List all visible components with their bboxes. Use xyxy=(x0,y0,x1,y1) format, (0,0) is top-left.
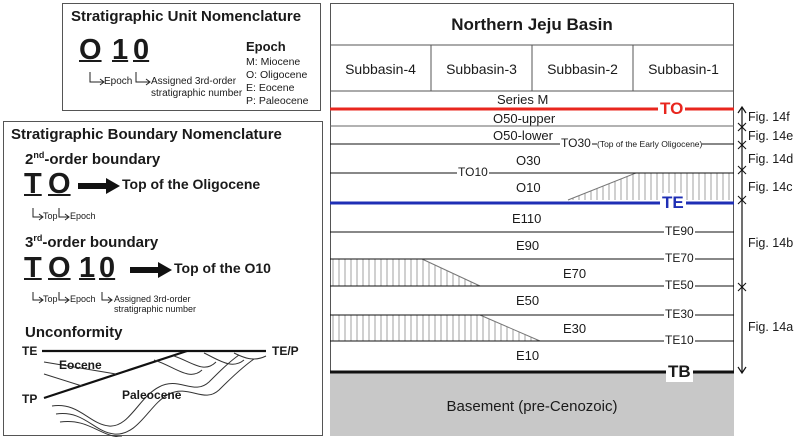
epoch-legend-item-eocene: E: Eocene xyxy=(246,82,295,94)
epoch-legend-item-paleocene: P: Paleocene xyxy=(246,95,309,107)
second-order-pointer-epoch: Epoch xyxy=(70,211,96,221)
unit-code-epoch: O xyxy=(79,34,102,66)
second-order-heading-suffix: nd xyxy=(33,150,45,160)
boundary-label-to30-note: (Top of the Early Oligocene) xyxy=(597,139,703,149)
figure-label-14b: Fig. 14b xyxy=(748,236,794,250)
unconformity-title: Unconformity xyxy=(25,324,123,341)
hatch-zone-o10 xyxy=(568,173,734,200)
unit-number-pointer-line-2: stratigraphic number xyxy=(151,88,243,99)
subbasin-2-label: Subbasin-2 xyxy=(547,61,618,77)
boundary-label-te10: TE10 xyxy=(664,333,695,347)
third-order-heading: 3rd-order boundary xyxy=(25,233,158,251)
unit-label-series-m: Series M xyxy=(497,92,549,107)
unit-label-e90: E90 xyxy=(516,238,540,253)
third-order-heading-suffix: rd xyxy=(33,233,43,243)
unit-label-e30: E30 xyxy=(563,321,587,336)
unconformity-label-paleocene: Paleocene xyxy=(122,388,182,402)
epoch-legend-title: Epoch xyxy=(246,39,286,54)
third-order-meaning: Top of the O10 xyxy=(174,260,271,276)
second-order-heading-number: 2 xyxy=(25,151,34,168)
boundary-label-te50: TE50 xyxy=(664,278,695,292)
hatch-zone-e70 xyxy=(330,259,480,286)
unconformity-label-eocene: Eocene xyxy=(59,358,102,372)
basin-chart-panel: Northern Jeju Basin Subbasin-4 Subbasin-… xyxy=(330,3,734,436)
epoch-legend-item-oligocene: O: Oligocene xyxy=(246,69,308,81)
unit-code-digit-2: 0 xyxy=(133,34,150,66)
unit-label-o50-lower: O50-lower xyxy=(493,128,553,143)
basement-label: Basement (pre-Cenozoic) xyxy=(446,398,618,415)
figure-label-14f: Fig. 14f xyxy=(748,110,790,124)
second-order-code-top: T xyxy=(24,168,42,200)
boundary-label-te90: TE90 xyxy=(664,224,695,238)
boundary-label-te30: TE30 xyxy=(664,307,695,321)
third-order-arrow-icon xyxy=(130,262,172,278)
hatch-zone-e30 xyxy=(330,315,540,341)
epoch-legend-item-miocene: M: Miocene xyxy=(246,56,301,68)
unit-epoch-pointer-label: Epoch xyxy=(104,76,133,87)
figure-label-14a: Fig. 14a xyxy=(748,320,794,334)
figure-label-14c: Fig. 14c xyxy=(748,180,793,194)
unit-label-e70: E70 xyxy=(563,266,587,281)
third-order-code-epoch: O xyxy=(48,252,71,284)
unit-nomenclature-panel: Stratigraphic Unit Nomenclature O 1 0 Ep… xyxy=(62,3,321,111)
boundary-nomenclature-panel: Stratigraphic Boundary Nomenclature 2nd-… xyxy=(3,121,323,437)
unit-code-digit-1: 1 xyxy=(112,34,129,66)
unit-label-o10: O10 xyxy=(516,180,541,195)
third-order-heading-text: -order boundary xyxy=(42,234,159,251)
boundary-label-to30: TO30 xyxy=(560,136,592,150)
subbasin-1-label: Subbasin-1 xyxy=(648,61,719,77)
third-order-pointer-number-line-1: Assigned 3rd-order xyxy=(114,294,191,304)
boundary-nomenclature-title: Stratigraphic Boundary Nomenclature xyxy=(11,126,282,143)
second-order-heading-text: -order boundary xyxy=(44,151,161,168)
boundary-label-tb: TB xyxy=(666,362,693,382)
unit-label-o30: O30 xyxy=(516,153,541,168)
second-order-meaning: Top of the Oligocene xyxy=(122,176,261,192)
figure-label-14e: Fig. 14e xyxy=(748,129,794,143)
figure-label-14d: Fig. 14d xyxy=(748,152,794,166)
third-order-code-digit-1: 1 xyxy=(79,252,96,284)
unit-label-o50-upper: O50-upper xyxy=(493,111,556,126)
second-order-pointer-top: Top xyxy=(43,211,58,221)
unconformity-sketch xyxy=(42,349,267,437)
boundary-label-te70: TE70 xyxy=(664,251,695,265)
unit-nomenclature-title: Stratigraphic Unit Nomenclature xyxy=(71,8,302,25)
unit-label-e10: E10 xyxy=(516,348,540,363)
figure-brackets xyxy=(737,105,747,375)
unconformity-label-te: TE xyxy=(22,344,38,358)
second-order-arrow-icon xyxy=(78,178,120,194)
third-order-code-top: T xyxy=(24,252,42,284)
third-order-heading-number: 3 xyxy=(25,234,34,251)
boundary-label-to: TO xyxy=(658,99,686,119)
third-order-pointer-top: Top xyxy=(43,294,58,304)
third-order-pointer-epoch: Epoch xyxy=(70,294,96,304)
second-order-heading: 2nd-order boundary xyxy=(25,150,160,168)
subbasin-3-label: Subbasin-3 xyxy=(446,61,517,77)
unit-label-e50: E50 xyxy=(516,293,540,308)
unit-pointer-arrows xyxy=(89,72,151,86)
second-order-pointer-arrows xyxy=(32,208,70,221)
basin-chart-title: Northern Jeju Basin xyxy=(451,15,613,34)
third-order-pointer-arrows xyxy=(32,292,113,304)
unit-number-pointer-line-1: Assigned 3rd-order xyxy=(151,76,237,87)
boundary-label-to10: TO10 xyxy=(457,165,489,179)
unconformity-label-tp: TP xyxy=(22,392,38,406)
unconformity-label-te-p: TE/P xyxy=(272,344,299,358)
basement-fill xyxy=(330,373,734,436)
boundary-label-te: TE xyxy=(660,193,686,213)
unit-label-e110: E110 xyxy=(512,211,542,226)
subbasin-4-label: Subbasin-4 xyxy=(345,61,416,77)
third-order-code-digit-2: 0 xyxy=(99,252,116,284)
second-order-code-epoch: O xyxy=(48,168,71,200)
third-order-pointer-number-line-2: stratigraphic number xyxy=(114,304,197,314)
